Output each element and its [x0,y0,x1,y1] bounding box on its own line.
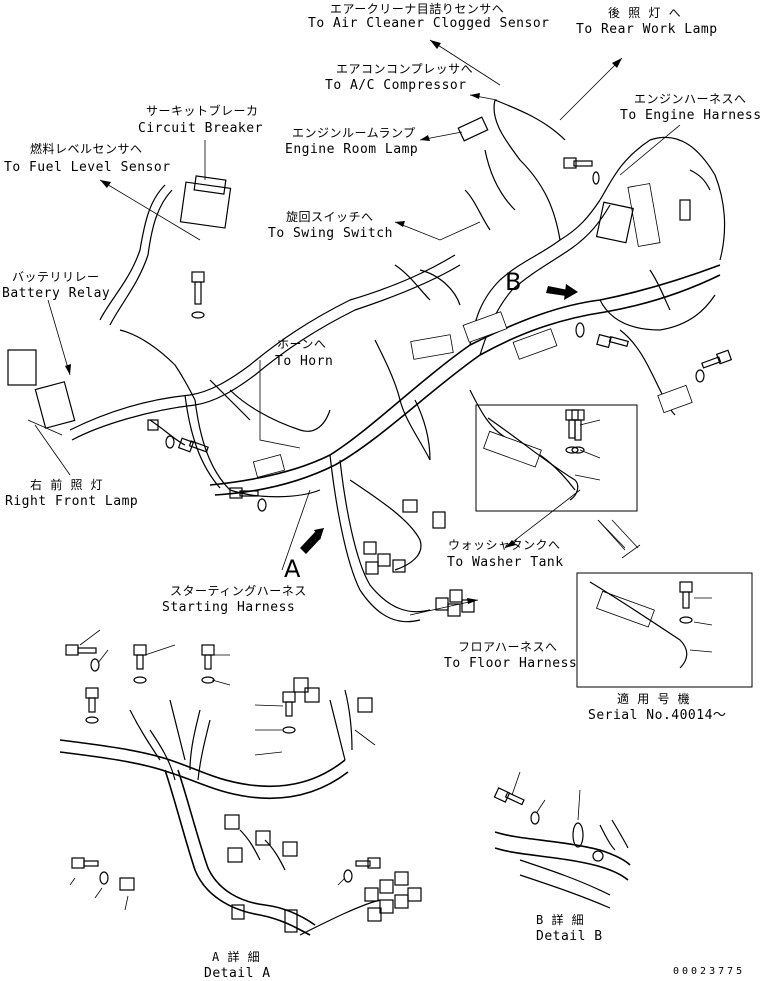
part-number: 00023775 [673,966,746,977]
circuit-breaker-label-jp: サーキットブレーカ [146,104,259,118]
washer-tank-label-en: To Washer Tank [447,555,564,570]
serial-label-en: Serial No.40014～ [588,708,727,723]
detail-b-label-en: Detail B [536,929,603,944]
air-cleaner-label-en: To Air Cleaner Clogged Sensor [308,16,550,31]
engine-room-lamp-label-en: Engine Room Lamp [285,142,419,157]
main-harness [69,99,726,623]
components [7,116,634,617]
battery-relay-label-jp: バッテリリレー [12,270,100,284]
floor-harness-label-en: To Floor Harness [444,656,578,671]
fuel-level-label-en: To Fuel Level Sensor [4,160,171,175]
fasteners [147,157,733,512]
marker-a: A [284,555,301,583]
swing-switch-label-jp: 旋回スイッチへ [286,210,374,224]
detail-b-drawing [493,771,631,909]
fuel-level-label-jp: 燃料レベルセンサヘ [30,142,143,156]
engine-room-lamp-label-jp: エンジンルームランプ [292,126,416,140]
detail-a-label-jp: A 詳 細 [212,950,261,964]
washer-detail-box [475,404,638,512]
floor-harness-label-jp: フロアハーネスへ [458,640,558,654]
ac-compressor-label-en: To A/C Compressor [325,78,467,93]
air-cleaner-label-jp: エアークリーナ目詰りセンサヘ [330,2,505,16]
right-front-lamp-label-en: Right Front Lamp [5,494,139,509]
detail-b-label-jp: B 詳 細 [536,913,585,927]
rear-lamp-label-jp: 後 照 灯 へ [608,6,682,20]
starting-harness-label-jp: スターティングハーネス [170,584,307,598]
leader-lines [27,39,681,616]
battery-relay-label-en: Battery Relay [2,286,111,301]
horn-label-en: To Horn [275,354,334,369]
starting-harness-label-en: Starting Harness [162,600,296,615]
horn-label-jp: ホーンへ [277,337,327,351]
harness-tags [252,183,693,628]
view-arrows [300,284,578,554]
detail-a-drawing [59,629,422,936]
rear-lamp-label-en: To Rear Work Lamp [576,22,718,37]
engine-harness-label-en: To Engine Harness [620,108,762,123]
right-front-lamp-label-jp: 右 前 照 灯 [30,478,104,492]
swing-switch-label-en: To Swing Switch [268,226,393,241]
circuit-breaker-label-en: Circuit Breaker [138,121,263,136]
marker-b: B [505,268,522,296]
engine-harness-label-jp: エンジンハーネスへ [634,92,747,106]
serial-detail-content [589,581,713,669]
hollow-arrow [597,519,626,549]
serial-label-jp: 適 用 号 機 [617,692,691,706]
ac-compressor-label-jp: エアコンコンプレッサへ [336,62,474,76]
washer-detail-content [487,409,601,501]
washer-tank-label-jp: ウォッシャタンクへ [448,538,561,552]
serial-detail-box [576,572,753,688]
detail-a-label-en: Detail A [204,966,271,981]
